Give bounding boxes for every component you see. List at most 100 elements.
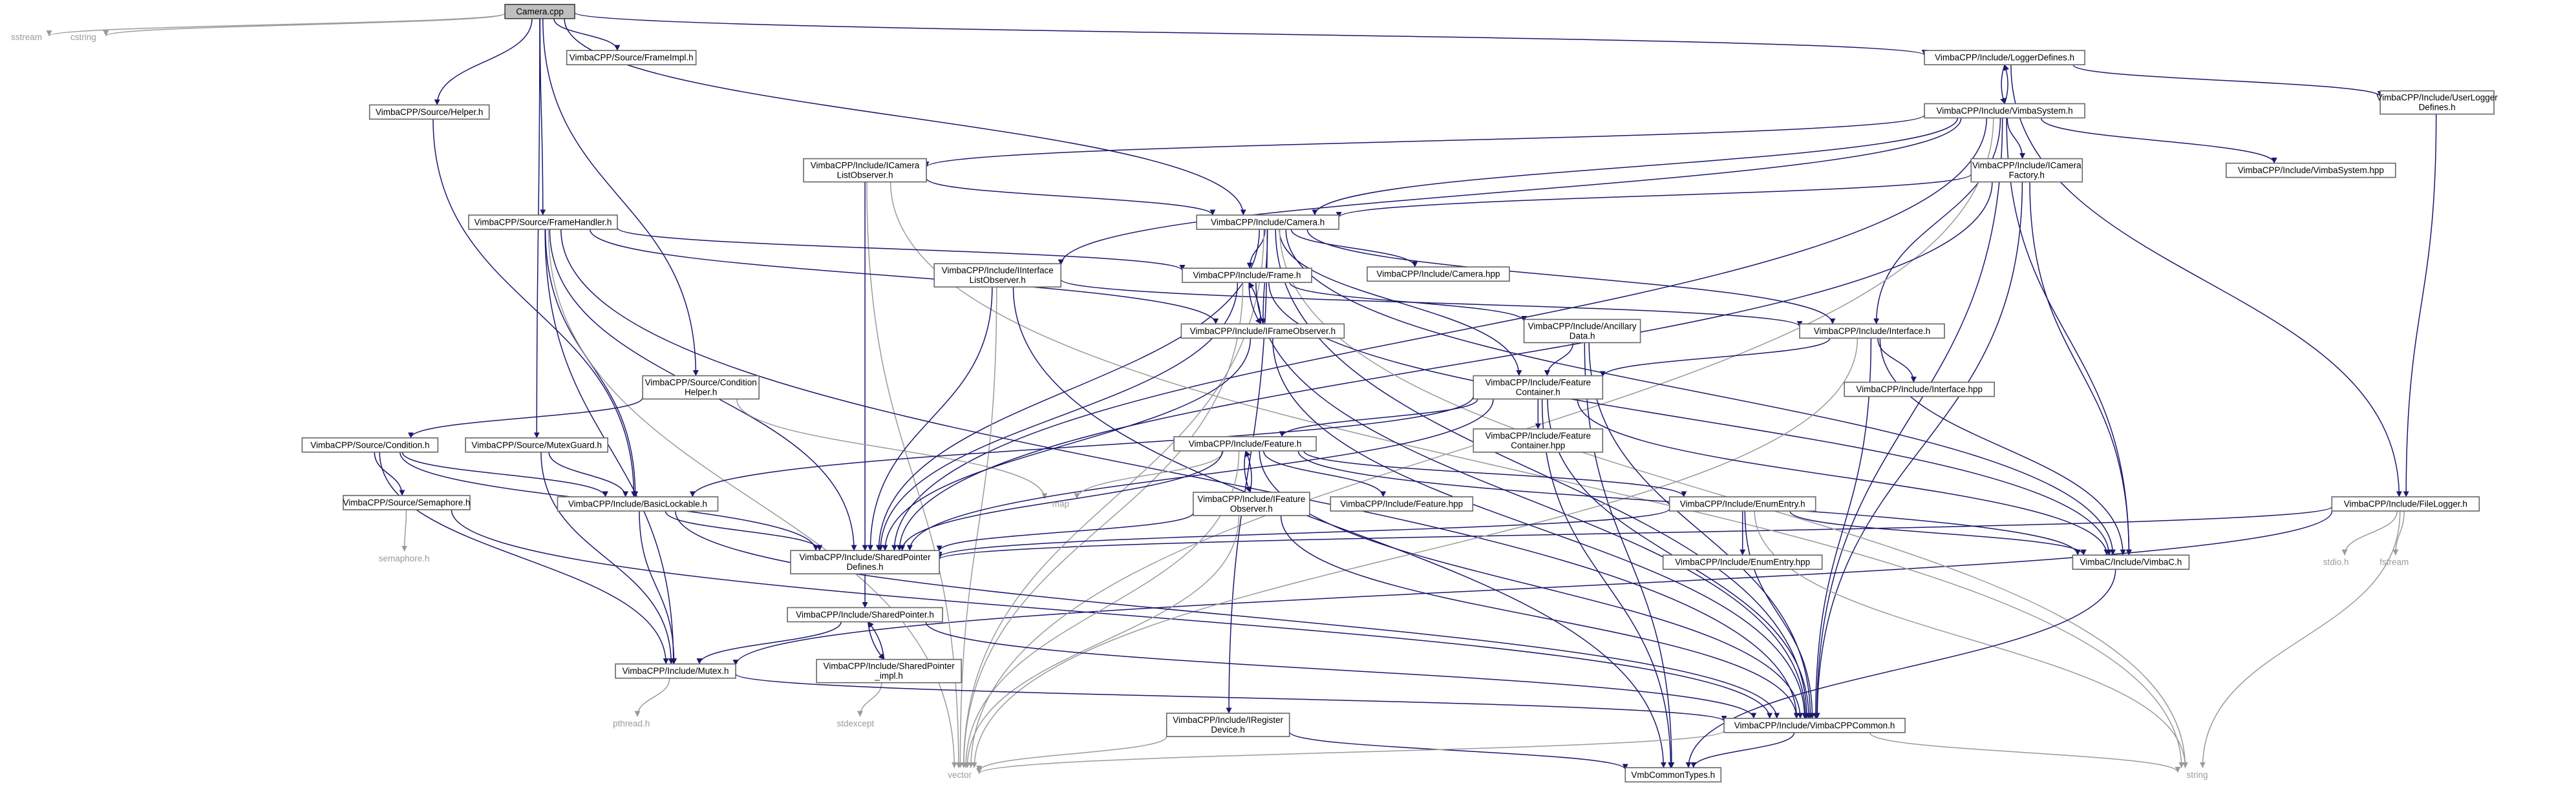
edge-source_helper-to-inc_basiclockable [432, 119, 637, 497]
node-box [1844, 381, 1995, 397]
edge-camera_cpp-to-source_framehandler [539, 18, 546, 216]
node-inc-sharedpointer[interactable]: VimbaCPP/Include/SharedPointer.h [787, 607, 943, 623]
node-box [2331, 496, 2480, 512]
node-inc-enumentry-hpp[interactable]: VimbaCPP/Include/EnumEntry.hpp [1662, 554, 1823, 570]
node-label: Helper.h [685, 388, 717, 397]
edge-inc_vimbasystem-to-inc_interface [1873, 118, 2001, 324]
edge-inc_basiclockable-to-inc_mutex [639, 510, 677, 665]
edge-inc_icameralistobserver-to-string [889, 182, 2185, 768]
node-source-framehandler[interactable]: VimbaCPP/Source/FrameHandler.h [468, 214, 618, 230]
node-label: VimbaCPP/Include/IInterface [942, 266, 1054, 275]
node-label: VimbaCPP/Include/Feature.hpp [1340, 499, 1463, 509]
node-inc-feature-hpp[interactable]: VimbaCPP/Include/Feature.hpp [1330, 496, 1474, 512]
node-inc-basiclockable[interactable]: VimbaCPP/Include/BasicLockable.h [557, 496, 719, 512]
edge-inc_featurecontainer-to-vimbac [1577, 399, 2110, 556]
node-label: VimbaCPP/Include/IFrameObserver.h [1190, 326, 1336, 336]
node-inc-iinterfacelistobserver[interactable]: VimbaCPP/Include/IInterfaceListObserver.… [933, 263, 1061, 288]
node-vimbac[interactable]: VimbaC/Include/VimbaC.h [2072, 554, 2190, 570]
node-box [1182, 267, 1312, 284]
node-stdio: stdio.h [2323, 558, 2349, 567]
edge-inc_vimbacppcommon-to-string [1869, 732, 2181, 773]
edge-inc_camera_h-to-inc_interface [1306, 229, 1836, 324]
node-source-helper[interactable]: VimbaCPP/Source/Helper.h [368, 104, 490, 120]
edge-inc_vimbasystem-to-inc_iinterfacelistobserver [1058, 118, 1962, 266]
node-camera-cpp[interactable]: Camera.cpp [504, 4, 575, 19]
edge-inc_feature-to-inc_sharedpointerdefines [899, 450, 1223, 551]
node-box [504, 4, 575, 19]
edge-inc_ifeatureobserver-to-inc_feature [1245, 450, 1252, 493]
node-label: fstream [2379, 558, 2409, 567]
node-label: sstream [11, 32, 42, 42]
node-inc-vimbasystem[interactable]: VimbaCPP/Include/VimbaSystem.h [1924, 103, 2085, 119]
node-vmbcommontypes[interactable]: VmbCommonTypes.h [1624, 767, 1722, 783]
node-label: VimbaCPP/Include/Mutex.h [623, 666, 729, 676]
node-box [1196, 214, 1339, 230]
edge-inc_featurecontainer-to-inc_feature [1279, 399, 1478, 437]
node-label: VimbaCPP/Source/FrameImpl.h [569, 53, 694, 63]
node-inc-interface[interactable]: VimbaCPP/Include/Interface.h [1799, 323, 1945, 339]
node-label: VimbaCPP/Source/Condition [645, 378, 757, 388]
node-label: VimbaCPP/Include/VimbaSystem.h [1937, 106, 2073, 116]
edge-inc_ancillarydata-to-inc_featurecontainer [1544, 342, 1574, 377]
node-box [343, 495, 471, 510]
node-inc-iframeobserver[interactable]: VimbaCPP/Include/IFrameObserver.h [1180, 323, 1345, 339]
node-box [1473, 375, 1604, 400]
node-inc-mutex[interactable]: VimbaCPP/Include/Mutex.h [615, 663, 736, 679]
node-label: VimbaCPP/Include/ICamera [811, 161, 920, 171]
node-box [368, 104, 490, 120]
node-inc-interface-hpp[interactable]: VimbaCPP/Include/Interface.hpp [1844, 381, 1995, 397]
edge-inc_featurecontainer-to-vmbcommontypes [1541, 399, 1674, 768]
node-inc-vimbasystem-hpp[interactable]: VimbaCPP/Include/VimbaSystem.hpp [2226, 162, 2396, 178]
node-inc-loggerdefines[interactable]: VimbaCPP/Include/LoggerDefines.h [1924, 50, 2085, 65]
node-inc-filelogger[interactable]: VimbaCPP/Include/FileLogger.h [2331, 496, 2480, 512]
node-source-condition[interactable]: VimbaCPP/Source/Condition.h [301, 437, 439, 453]
node-box [2072, 554, 2190, 570]
edge-source_conditionhelper-to-map [736, 399, 1048, 499]
edge-inc_frame-to-inc_sharedpointerdefines [877, 282, 1239, 551]
node-label: stdexcept [837, 719, 875, 729]
edge-inc_registerdevice-to-vmbcommontypes [1288, 731, 1628, 770]
edge-inc_vimbasystem-to-inc_vimbasystem_hpp [2040, 118, 2277, 164]
node-label: VimbaCPP/Include/Frame.h [1193, 271, 1301, 280]
node-label: VimbaCPP/Source/Helper.h [376, 107, 483, 117]
node-inc-feature[interactable]: VimbaCPP/Include/Feature.h [1173, 436, 1317, 452]
node-box [1180, 323, 1345, 339]
node-source-semaphore[interactable]: VimbaCPP/Source/Semaphore.h [343, 495, 471, 510]
edge-camera_cpp-to-source_conditionhelper [542, 18, 699, 377]
node-source-mutexguard[interactable]: VimbaCPP/Source/MutexGuard.h [465, 437, 609, 453]
edge-inc_filelogger-to-inc_sharedpointerdefines [937, 506, 2333, 560]
node-inc-camera-h[interactable]: VimbaCPP/Include/Camera.h [1196, 214, 1339, 230]
node-inc-camera-hpp[interactable]: VimbaCPP/Include/Camera.hpp [1367, 266, 1510, 282]
edge-inc_ancillarydata-to-vmbcommontypes [1584, 342, 1675, 768]
edge-layer [46, 12, 2437, 775]
edge-inc_camera_h-to-inc_featurecontainer [1279, 229, 1522, 377]
node-source-frameimpl[interactable]: VimbaCPP/Source/FrameImpl.h [566, 50, 697, 65]
node-inc-frame[interactable]: VimbaCPP/Include/Frame.h [1182, 267, 1312, 284]
edge-inc_registerdevice-to-vector [976, 736, 1167, 772]
node-label: VimbaC/Include/VimbaC.h [2080, 558, 2182, 567]
edge-inc_vimbasystem-to-inc_icamerafactory [2007, 118, 2026, 160]
node-box [301, 437, 439, 453]
node-box [933, 263, 1061, 288]
node-label: cstring [70, 32, 96, 42]
edge-inc_icamerafactory-to-inc_vimbacppcommon [1814, 182, 2023, 719]
node-inc-sharedpointer-impl[interactable]: VimbaCPP/Include/SharedPointer_impl.h [816, 658, 962, 684]
node-inc-enumentry[interactable]: VimbaCPP/Include/EnumEntry.h [1668, 496, 1816, 512]
edge-inc_basiclockable-to-inc_sharedpointerdefines [665, 510, 823, 551]
node-inc-vimbacppcommon[interactable]: VimbaCPP/Include/VimbaCPPCommon.h [1723, 718, 1906, 733]
edge-camera_cpp-to-cstring [103, 13, 506, 37]
node-label: VimbaCPP/Include/EnumEntry.h [1680, 499, 1805, 509]
edge-inc_sharedpointer-to-inc_sharedpointer_impl [868, 622, 885, 660]
edge-inc_icameralistobserver-to-vector [866, 182, 962, 768]
edge-camera_cpp-to-source_frameimpl [553, 18, 621, 51]
